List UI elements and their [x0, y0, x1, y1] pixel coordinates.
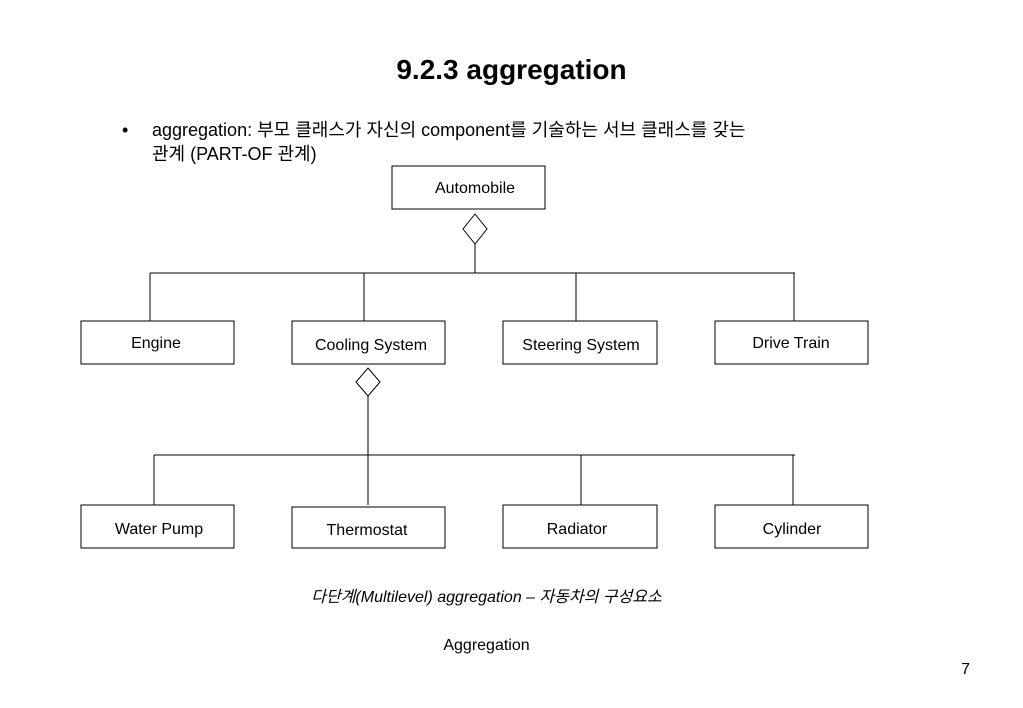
- drive-train-label: Drive Train: [752, 335, 829, 352]
- page-number: 7: [961, 661, 970, 678]
- cooling-system-box: [291, 320, 446, 365]
- radiator-label: Radiator: [547, 521, 608, 538]
- cooling-aggregation-diamond: [355, 367, 381, 397]
- drive-train-box: [714, 320, 869, 365]
- bullet-marker: •: [122, 120, 129, 140]
- bullet-text: aggregation: 부모 클래스가 자신의 component를 기술하는…: [152, 118, 902, 166]
- bullet-line-2: 관계 (PART-OF 관계): [152, 144, 317, 164]
- automobile-label: Automobile: [435, 180, 515, 197]
- cylinder-label: Cylinder: [763, 521, 822, 538]
- water-pump-label: Water Pump: [115, 521, 203, 538]
- engine-box: [80, 320, 235, 365]
- water-pump-box: [80, 504, 235, 549]
- cooling-system-label: Cooling System: [315, 337, 427, 354]
- radiator-box: [502, 504, 658, 549]
- engine-label: Engine: [131, 335, 181, 352]
- slide-title: 9.2.3 aggregation: [396, 54, 627, 85]
- steering-system-box: [502, 320, 658, 365]
- cylinder-box: [714, 504, 869, 549]
- root-aggregation-diamond: [462, 213, 488, 245]
- diagram-caption: 다단계(Multilevel) aggregation – 자동차의 구성요소: [311, 589, 662, 606]
- thermostat-box: [291, 506, 446, 549]
- thermostat-label: Thermostat: [327, 522, 408, 539]
- steering-system-label: Steering System: [522, 337, 639, 354]
- diagram-subcaption: Aggregation: [443, 637, 530, 654]
- automobile-box: [391, 165, 546, 210]
- bullet-line-1: aggregation: 부모 클래스가 자신의 component를 기술하는…: [152, 120, 746, 140]
